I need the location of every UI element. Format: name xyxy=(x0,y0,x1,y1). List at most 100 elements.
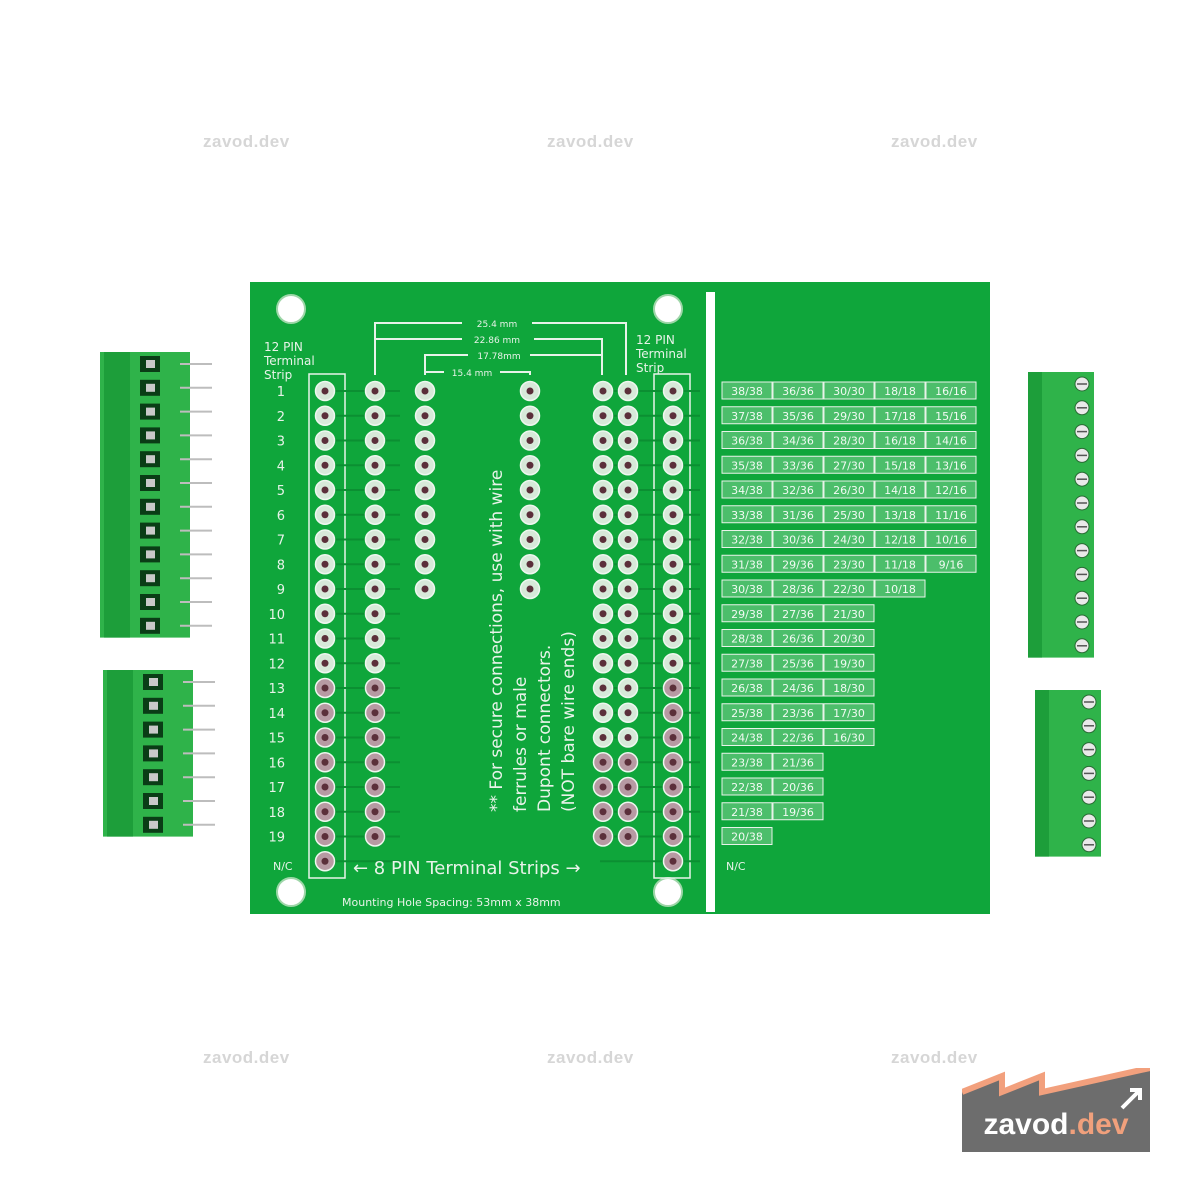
pad-hole xyxy=(599,461,607,469)
left-terminal-blocks xyxy=(100,352,215,837)
pin-table-text: 24/38 xyxy=(731,732,763,745)
pad-hole xyxy=(321,610,329,618)
pad-hole xyxy=(624,709,632,717)
pin-table-text: 18/30 xyxy=(833,682,865,695)
pin-table-text: 38/38 xyxy=(731,385,763,398)
pin-table-cell xyxy=(721,579,773,598)
pad-hole xyxy=(669,808,677,816)
pad-hole xyxy=(599,511,607,519)
pin-table-text: 26/36 xyxy=(782,633,814,646)
pin-table-text: 10/18 xyxy=(884,583,916,596)
pin-table-text: 30/36 xyxy=(782,534,814,547)
pin-table-text: 32/36 xyxy=(782,484,814,497)
terminal-screw xyxy=(149,797,158,805)
pin-table-cell xyxy=(721,703,773,722)
strip-label-line: Terminal xyxy=(635,347,687,361)
pin-table-text: 10/16 xyxy=(935,534,967,547)
board-slot xyxy=(706,292,715,912)
terminal-screw xyxy=(149,678,158,686)
pin-table-cell xyxy=(772,480,824,499)
pin-table-text: 22/30 xyxy=(833,583,865,596)
pin-table-text: 12/16 xyxy=(935,484,967,497)
pin-table-cell xyxy=(874,530,926,548)
watermark: zavod.dev xyxy=(891,1048,978,1067)
pin-number: 12 xyxy=(268,657,285,672)
pad-hole xyxy=(669,486,677,494)
pin-table-text: 35/36 xyxy=(782,410,814,423)
pad-hole xyxy=(624,684,632,692)
pad-hole xyxy=(669,560,677,568)
pad-hole xyxy=(526,585,534,593)
strip-outline xyxy=(308,373,346,879)
pin-number: 3 xyxy=(277,435,285,450)
terminal-strips-label: ← 8 PIN Terminal Strips → xyxy=(353,858,581,879)
pad-hole xyxy=(599,610,607,618)
pin-number: 4 xyxy=(277,459,285,474)
pin-table-cell xyxy=(721,604,773,623)
pad-hole xyxy=(421,461,429,469)
pad-hole xyxy=(669,659,677,667)
pin-table-cell xyxy=(772,802,824,821)
pad-hole xyxy=(421,486,429,494)
pad-hole xyxy=(321,833,329,840)
logo-badge xyxy=(960,1065,1151,1152)
pin-table-text: 26/38 xyxy=(731,682,763,695)
pin-table-cell xyxy=(721,827,773,845)
pin-table-text: 16/16 xyxy=(935,385,967,398)
terminal-screw xyxy=(149,725,158,734)
strip-label-line: 12 PIN xyxy=(636,333,675,347)
pad-hole xyxy=(624,387,632,395)
pin-table-cell xyxy=(772,629,824,647)
pin-table-cell xyxy=(925,406,977,425)
terminal-screw xyxy=(146,431,155,440)
pin-table-text: 36/36 xyxy=(782,385,814,398)
pad-hole xyxy=(321,437,329,444)
pad-hole xyxy=(624,659,632,667)
pin-number: 1 xyxy=(277,385,285,400)
pad-hole xyxy=(669,536,677,543)
dimension-label: 15.4 mm xyxy=(452,369,492,379)
mounting-hole xyxy=(276,877,306,907)
pin-table-cell xyxy=(925,554,977,573)
pad-hole xyxy=(321,412,329,420)
pad-hole xyxy=(599,536,607,543)
pad-hole xyxy=(371,536,379,543)
pad-hole xyxy=(371,437,379,444)
pin-table-text: 13/18 xyxy=(884,509,916,522)
pad-hole xyxy=(669,585,677,593)
pin-table-cell xyxy=(721,480,773,499)
pad-hole xyxy=(321,709,329,717)
pin-table-cell xyxy=(772,678,824,697)
pin-table-cell xyxy=(925,455,977,474)
pin-table-cell xyxy=(772,777,824,796)
pin-table-text: 35/38 xyxy=(731,459,763,472)
pin-table-text: 23/38 xyxy=(731,756,763,769)
pin-table-cell xyxy=(874,431,926,449)
pin-number: 9 xyxy=(277,583,285,598)
pad-hole xyxy=(669,610,677,618)
pin-table-cell xyxy=(823,728,875,746)
pin-table-text: 22/36 xyxy=(782,732,814,745)
pad-hole xyxy=(321,511,329,519)
pin-table-cell xyxy=(772,381,824,400)
pin-table-cell xyxy=(721,802,773,821)
pin-table-cell xyxy=(823,431,875,449)
pin-table-cell xyxy=(823,406,875,425)
pad-hole xyxy=(421,387,429,395)
pad-hole xyxy=(669,709,677,717)
pin-table-cell xyxy=(721,530,773,548)
pin-table-cell xyxy=(823,480,875,499)
pad-hole xyxy=(599,585,607,593)
pad-hole xyxy=(599,833,607,840)
pad-hole xyxy=(421,511,429,519)
pin-table-cell xyxy=(823,629,875,647)
pin-table-cell xyxy=(772,703,824,722)
note-line: ferrules or male xyxy=(511,677,531,812)
pin-table-text: 24/36 xyxy=(782,682,814,695)
pin-table-text: 28/30 xyxy=(833,435,865,448)
pin-table-text: 27/30 xyxy=(833,459,865,472)
terminal-screw xyxy=(146,360,155,368)
terminal-screw xyxy=(146,502,155,511)
note-line: (NOT bare wire ends) xyxy=(559,631,579,812)
